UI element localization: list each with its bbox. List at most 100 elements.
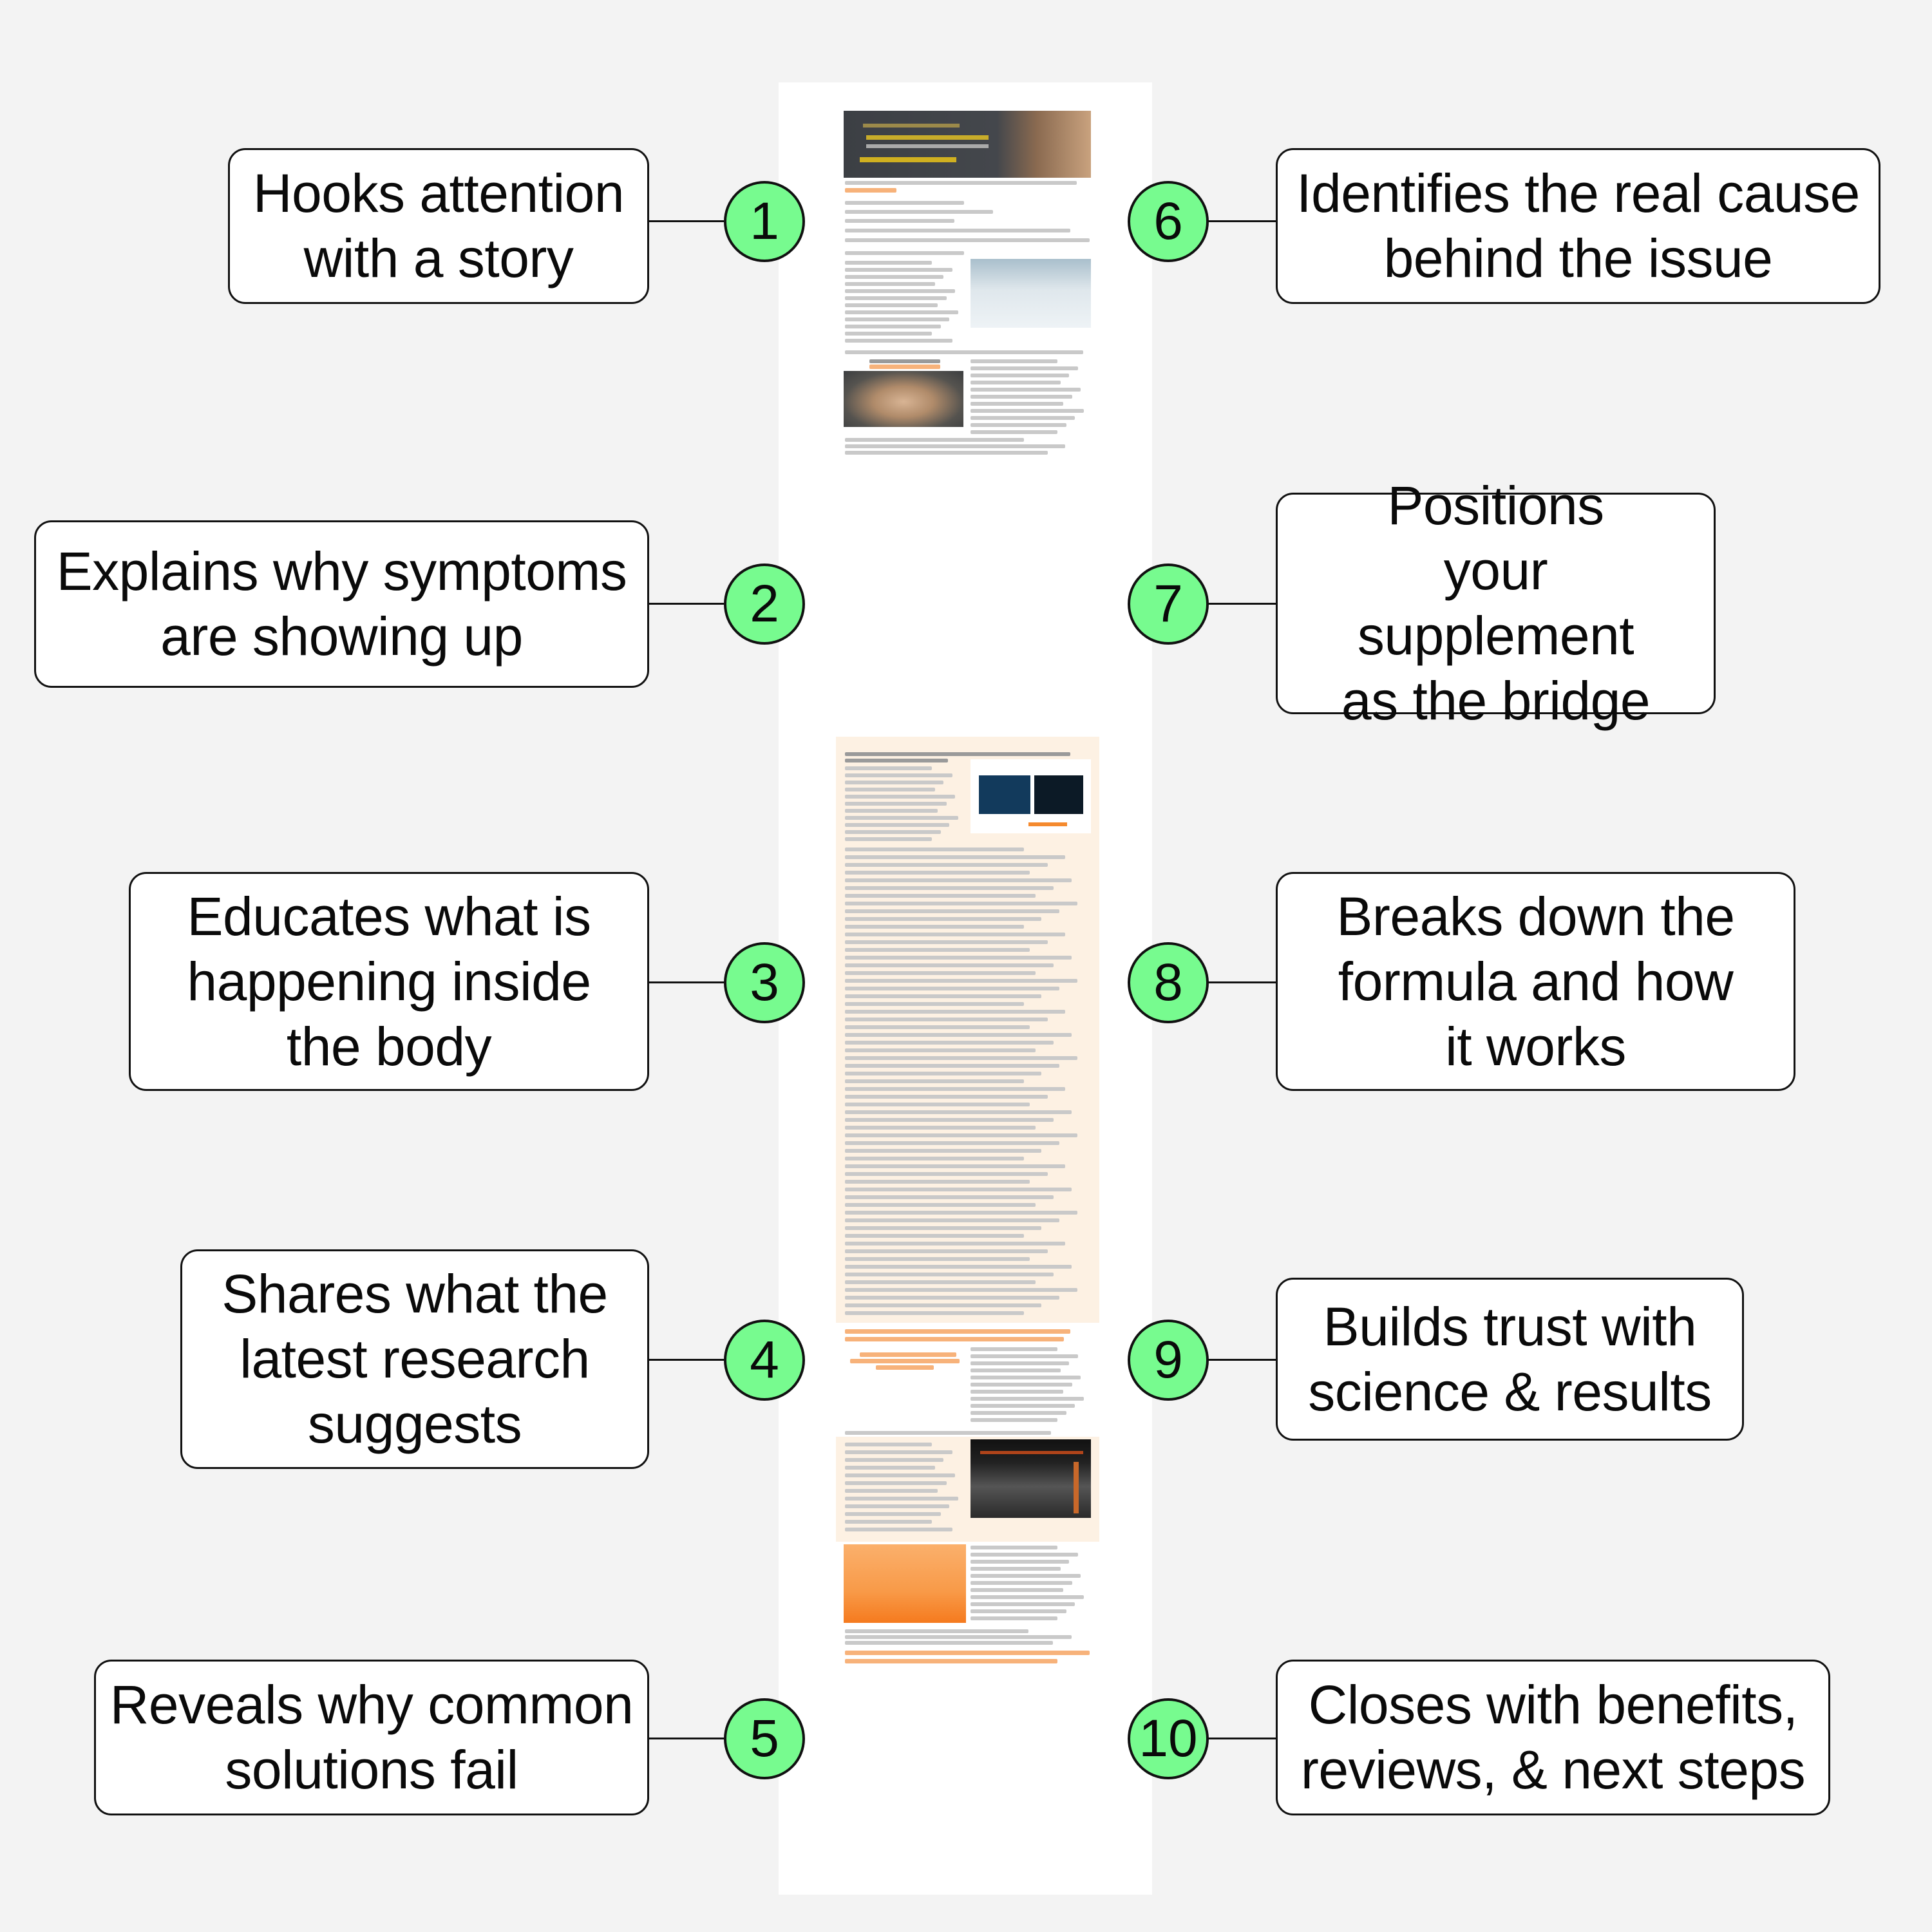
text-line [845, 909, 1059, 913]
step-7-label: Positions your supplement as the bridge [1276, 475, 1716, 731]
text-line [845, 238, 1090, 242]
text-line [971, 1397, 1084, 1401]
text-line [845, 837, 932, 841]
text-line [845, 894, 1036, 898]
text-line [845, 933, 1066, 936]
text-line [845, 878, 1072, 882]
text-line [845, 1087, 1066, 1091]
step-number: 10 [1139, 1709, 1198, 1768]
text-line [845, 1497, 958, 1501]
text-line [845, 830, 941, 834]
text-line [845, 1337, 1064, 1341]
connector-2 [649, 603, 724, 605]
text-line [845, 1249, 1048, 1253]
text-line [845, 317, 949, 321]
step-3-badge: 3 [724, 942, 805, 1023]
text-line [845, 444, 1066, 448]
connector-5 [649, 1738, 724, 1739]
text-line [971, 409, 1084, 413]
text-line [845, 210, 993, 214]
text-line [845, 979, 1077, 983]
text-line [850, 1359, 960, 1363]
text-line [845, 1473, 955, 1477]
text-line [845, 1450, 952, 1454]
text-line [845, 773, 952, 777]
text-line [971, 416, 1075, 420]
text-line [845, 1188, 1072, 1191]
text-line [845, 1010, 1066, 1014]
text-line [971, 1609, 1066, 1613]
text-line [845, 1126, 1036, 1130]
text-line [845, 863, 1048, 867]
text-line [845, 1528, 952, 1531]
step-label-text: Positions your supplement as the bridge [1341, 475, 1651, 731]
step-5-badge: 5 [724, 1698, 805, 1779]
step-number: 5 [750, 1709, 779, 1768]
text-line [971, 1588, 1063, 1592]
text-line [845, 1431, 1051, 1435]
step-number: 6 [1153, 192, 1183, 251]
step-4-label: Shares what the latest research suggests [180, 1249, 649, 1469]
text-line [971, 1560, 1069, 1564]
step-label-text: Educates what is happening inside the bo… [187, 886, 591, 1077]
text-line [845, 1512, 941, 1516]
text-line [845, 1234, 1024, 1238]
infographic-image [844, 1544, 966, 1623]
text-line [845, 823, 949, 827]
step-label-text: Closes with benefits, reviews, & next st… [1300, 1674, 1806, 1800]
text-line [845, 1118, 1054, 1122]
text-line [971, 1616, 1057, 1620]
text-line [845, 1458, 943, 1462]
step-8-label: Breaks down the formula and how it works [1276, 872, 1795, 1091]
connector-10 [1208, 1738, 1276, 1739]
text-line [845, 296, 947, 300]
text-line [971, 1567, 1061, 1571]
text-line [971, 1411, 1066, 1415]
team-photo [971, 259, 1091, 328]
text-line [971, 1574, 1081, 1578]
text-line [845, 1133, 1077, 1137]
text-line [845, 303, 938, 307]
step-9-label: Builds trust with science & results [1276, 1278, 1744, 1441]
text-line [845, 188, 896, 193]
step-4-badge: 4 [724, 1320, 805, 1401]
step-10-badge: 10 [1128, 1698, 1209, 1779]
step-number: 1 [750, 192, 779, 251]
text-line [845, 1180, 1030, 1184]
results-image [971, 1439, 1091, 1518]
text-line [845, 809, 938, 813]
text-line [971, 430, 1057, 434]
text-line [845, 1481, 947, 1485]
text-line [845, 963, 1054, 967]
text-line [845, 438, 1024, 442]
text-line [845, 1164, 1066, 1168]
text-line [971, 395, 1072, 399]
step-3-label: Educates what is happening inside the bo… [129, 872, 649, 1091]
text-line [845, 1635, 1072, 1639]
text-line [869, 359, 940, 363]
text-line [845, 855, 1066, 859]
text-line [845, 1303, 1042, 1307]
text-line [845, 268, 952, 272]
step-label-text: Reveals why common solutions fail [109, 1674, 634, 1800]
text-line [845, 1651, 1090, 1655]
step-1-label: Hooks attention with a story [228, 148, 649, 304]
text-line [971, 359, 1057, 363]
text-line [845, 1025, 1030, 1029]
step-label-text: Identifies the real cause behind the iss… [1296, 163, 1860, 289]
text-line [971, 1383, 1072, 1387]
text-line [845, 275, 943, 279]
text-line [845, 219, 954, 223]
step-6-label: Identifies the real cause behind the iss… [1276, 148, 1880, 304]
text-line [845, 1056, 1077, 1060]
step-9-badge: 9 [1128, 1320, 1209, 1401]
text-line [845, 848, 1024, 851]
text-line [845, 181, 1077, 185]
text-line [845, 1504, 949, 1508]
text-line [845, 1489, 938, 1493]
text-line [845, 1273, 1054, 1276]
text-line [971, 1376, 1081, 1379]
text-line [845, 1466, 935, 1470]
text-line [845, 1257, 1030, 1261]
text-line [845, 1110, 1072, 1114]
